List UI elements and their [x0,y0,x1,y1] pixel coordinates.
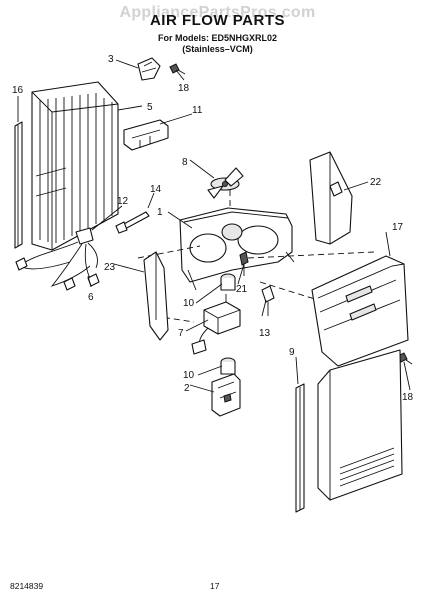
callout-16: 16 [12,85,24,96]
callout-5: 5 [147,102,153,113]
watermark: AppliancePartsPros.com [119,4,316,21]
callout-labels: 3 18 16 5 11 8 14 12 1 23 6 10 21 7 13 1… [12,54,414,403]
lower-liner-panel [317,349,403,501]
part-22-duct-panel [309,151,353,245]
part-9-strip [295,383,305,513]
leader-lines [17,59,411,393]
callout-10-upper: 10 [183,298,195,309]
dashed-outline [137,184,375,323]
callout-10-lower: 10 [183,370,195,381]
part-7-fan-motor [191,294,241,355]
callout-9: 9 [289,347,295,358]
callout-7: 7 [178,328,184,339]
callout-8: 8 [182,157,188,168]
part-3-cap [137,57,161,81]
callout-11: 11 [192,105,203,116]
part-8-fan-blade [207,167,244,199]
callout-12: 12 [117,196,129,207]
part-12-wire-harness [15,227,100,291]
part-21-screw [239,251,249,276]
part-17-duct-cover [311,255,409,367]
callout-23: 23 [104,262,116,273]
callout-3: 3 [108,54,114,65]
callout-18-top: 18 [178,83,190,94]
callout-2: 2 [184,383,190,394]
part-13-bracket [261,285,275,316]
page-title: AIR FLOW PARTS [149,12,286,29]
callout-14: 14 [150,184,162,195]
document-number: 8214839 [10,581,44,591]
part-16-strip [14,121,23,249]
part-2-motor-bracket [211,373,241,417]
callout-17: 17 [392,222,404,233]
callout-22: 22 [370,177,382,188]
callout-1: 1 [157,207,163,218]
callout-6: 6 [88,292,94,303]
part-1-fan-shroud [179,207,295,291]
part-23-side-panel [143,251,169,341]
page-number: 17 [210,581,220,591]
variant-line: (Stainless–VCM) [182,44,253,54]
part-14-tube [115,211,150,234]
part-11-bracket [123,119,169,151]
callout-13: 13 [259,328,271,339]
part-10-grommet-lower [220,357,236,375]
part-10-grommet-upper [220,273,236,291]
callout-18-right: 18 [402,392,414,403]
callout-21: 21 [236,284,248,295]
part-5-evaporator-cover [31,81,119,251]
models-line: For Models: ED5NHGXRL02 [157,33,278,43]
